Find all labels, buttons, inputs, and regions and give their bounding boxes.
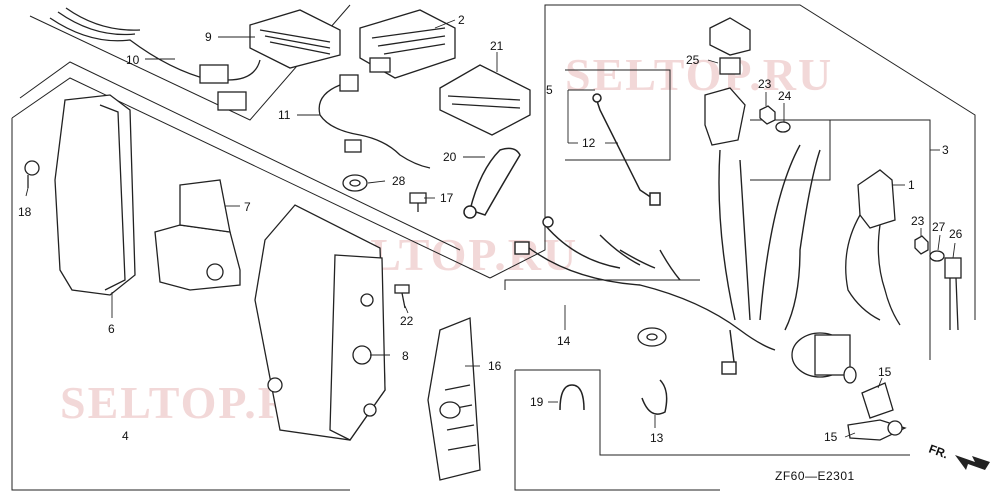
boundary-switch-group: [825, 119, 931, 360]
callout-23-upper: 23: [758, 77, 772, 91]
boundary-nut-group: [750, 119, 831, 181]
wire-sub-harness-11: [318, 74, 431, 169]
callout-7: 7: [244, 200, 251, 214]
nut-23-upper: [759, 105, 776, 125]
callout-4: 4: [122, 429, 129, 443]
boundary-bottom-inner: [515, 369, 910, 456]
callout-16: 16: [488, 359, 502, 373]
fuse-cap: [709, 17, 751, 56]
boundary-harness-bottom: [504, 279, 700, 290]
leader-lines: [25, 19, 956, 438]
diagram-code: ZF60—E2301: [775, 469, 855, 483]
wire-lead-10: [49, 7, 261, 111]
diode-26: [944, 257, 962, 331]
clip-19: [559, 384, 585, 411]
key-15-lower: [847, 419, 907, 441]
callout-8: 8: [402, 349, 409, 363]
callout-17: 17: [440, 191, 454, 205]
cover-6: [24, 94, 136, 296]
callout-15-upper: 15: [878, 365, 892, 379]
callout-21: 21: [490, 39, 504, 53]
boundary-cable-group: [565, 69, 671, 161]
cable-12: [592, 93, 661, 206]
key-15-upper: [861, 382, 894, 419]
callout-1: 1: [908, 178, 915, 192]
boundary-left-diag: [11, 77, 491, 279]
group-boundaries: [11, 4, 976, 491]
pad-21: [439, 64, 531, 136]
boundary-left-frame: [11, 118, 350, 491]
callout-12-lower: 12: [582, 136, 596, 150]
regulator-rectifier-9: [249, 9, 341, 69]
direction-label: FR.: [927, 442, 950, 462]
boundary-left-upper: [19, 61, 461, 251]
callout-6: 6: [108, 322, 115, 336]
front-direction-indicator: FR.: [927, 442, 990, 470]
grommet: [637, 327, 667, 347]
regulator-rectifier-2: [359, 9, 456, 79]
callout-22: 22: [400, 314, 414, 328]
callout-28: 28: [392, 174, 406, 188]
starter-solenoid: [791, 332, 857, 384]
callout-9: 9: [205, 30, 212, 44]
clip-13: [641, 379, 668, 415]
callout-25: 25: [686, 53, 700, 67]
boundary-bottom-box: [514, 370, 720, 491]
label-16: [427, 317, 481, 481]
callout-27: 27: [932, 220, 946, 234]
fuse-25: [719, 57, 741, 75]
switch-1: [845, 169, 901, 326]
bolt-22: [394, 284, 410, 309]
callout-10: 10: [126, 53, 140, 67]
callout-5: 5: [546, 83, 553, 97]
watermark-top: SELTOP.RU: [565, 49, 833, 100]
fuse-holder: [704, 87, 746, 146]
callout-13: 13: [650, 431, 664, 445]
main-harness-14: [514, 144, 821, 375]
panel-8: [254, 204, 386, 441]
callout-24: 24: [778, 89, 792, 103]
callout-15-lower: 15: [824, 430, 838, 444]
callout-14: 14: [557, 334, 571, 348]
washer-27: [929, 250, 945, 262]
callout-18: 18: [18, 205, 32, 219]
washer-24: [775, 121, 791, 133]
callout-19: 19: [530, 395, 544, 409]
band-20: [463, 147, 521, 219]
callout-3: 3: [942, 143, 949, 157]
callout-26: 26: [949, 227, 963, 241]
boundary-harness-group: [489, 4, 976, 320]
clip-28: [342, 174, 368, 192]
callout-20: 20: [443, 150, 457, 164]
arrow-icon: [955, 455, 990, 470]
callout-2: 2: [458, 13, 465, 27]
bolt-17: [409, 192, 427, 212]
nut-23-lower: [914, 235, 929, 255]
callout-23-lower: 23: [911, 214, 925, 228]
cover-7: [154, 179, 241, 291]
callout-11: 11: [278, 108, 291, 122]
callout-labels: 1 2 3 4 5 6 7 8 9 10 11 12 13 14 15 15 1…: [18, 13, 963, 445]
